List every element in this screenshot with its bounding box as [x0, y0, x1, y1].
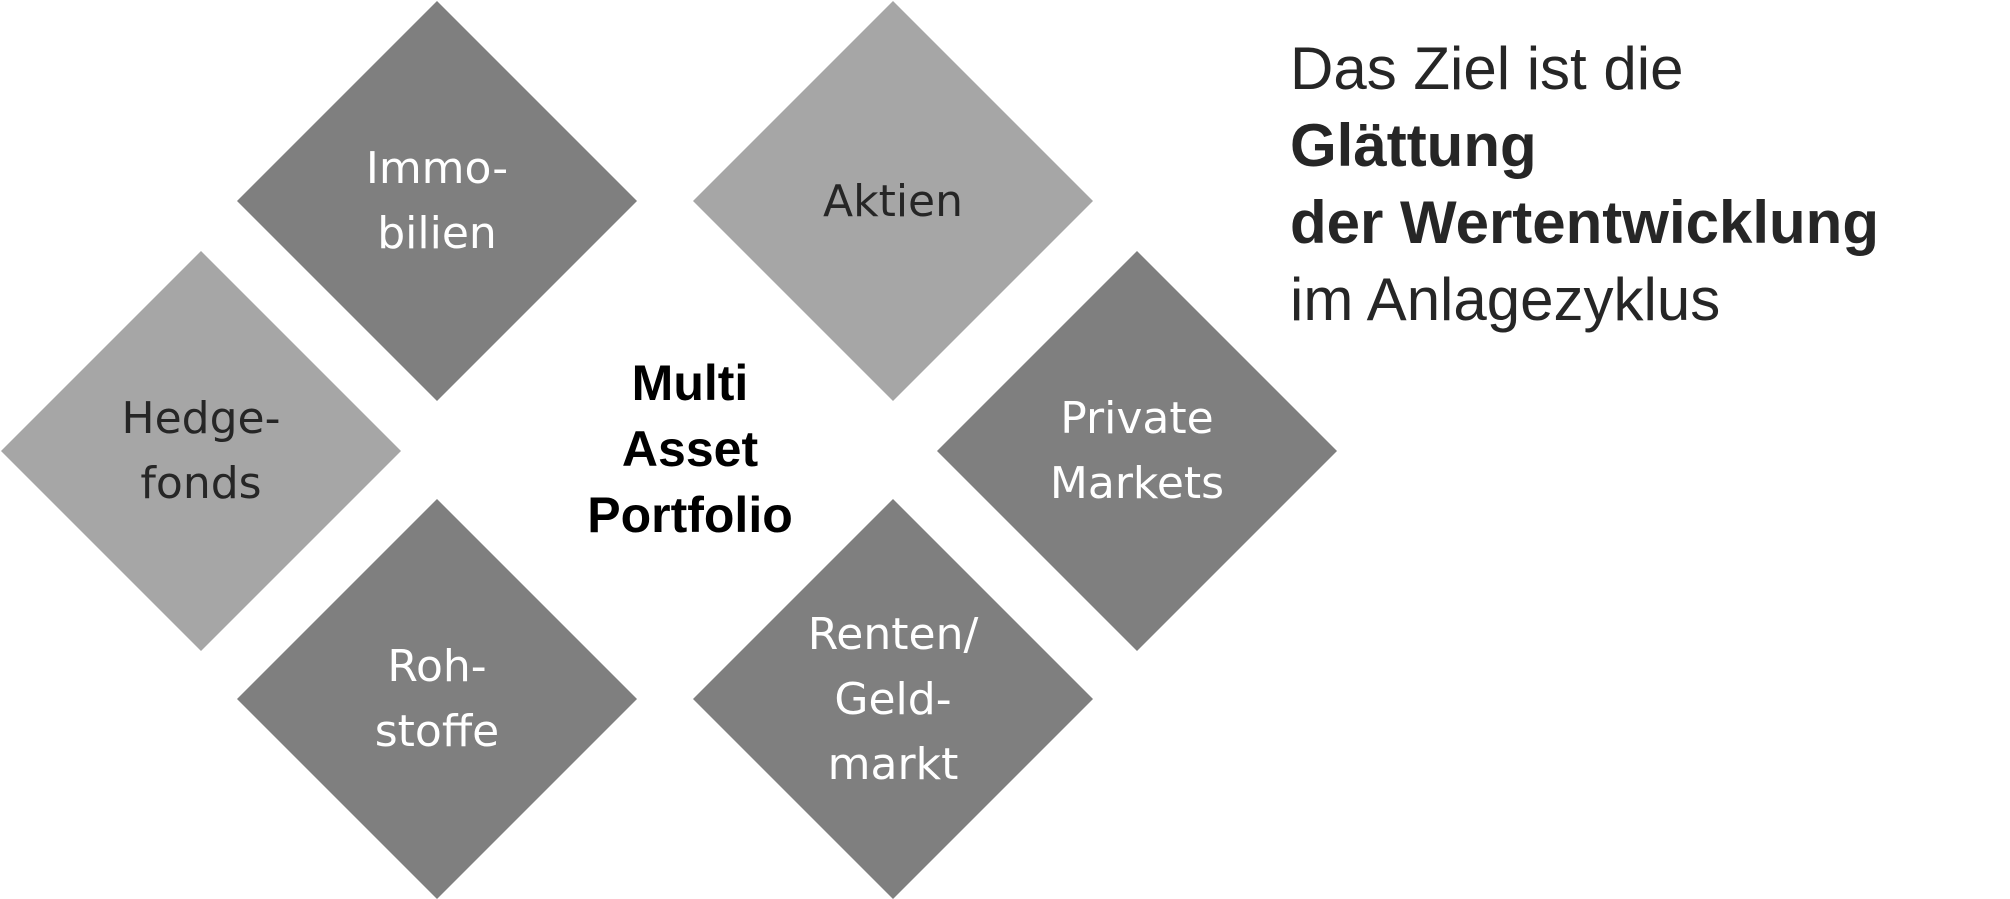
diamond-label-renten-geldmarkt: Renten/ Geld- markt — [807, 608, 979, 790]
diamond-label-aktien: Aktien — [822, 175, 963, 227]
diamond-label-hedgefonds: Hedge- fonds — [121, 393, 281, 509]
center-label-multi-asset-portfolio: Multi Asset Portfolio — [587, 355, 793, 543]
diamond-renten-geldmarkt: Renten/ Geld- markt — [693, 499, 1093, 899]
diamond-private-markets: Private Markets — [937, 251, 1337, 651]
goal-line-1: Das Ziel ist die — [1290, 35, 1684, 102]
goal-statement: Das Ziel ist die Glättung der Wertentwic… — [1290, 30, 1990, 338]
diamond-label-rohstoffe: Roh- stoffe — [374, 641, 500, 757]
multi-asset-diagram: Immo- bilien Aktien Hedge- fonds Private… — [1, 1, 1337, 899]
diamond-immobilien: Immo- bilien — [237, 1, 637, 401]
diamond-label-private-markets: Private Markets — [1049, 393, 1225, 509]
goal-line-2: Glättung — [1290, 112, 1537, 179]
goal-line-4: im Anlagezyklus — [1290, 266, 1721, 333]
goal-line-3: der Wertentwicklung — [1290, 189, 1879, 256]
diamond-aktien: Aktien — [693, 1, 1093, 401]
diamond-label-immobilien: Immo- bilien — [365, 143, 509, 259]
diamond-hedgefonds: Hedge- fonds — [1, 251, 401, 651]
diamond-rohstoffe: Roh- stoffe — [237, 499, 637, 899]
